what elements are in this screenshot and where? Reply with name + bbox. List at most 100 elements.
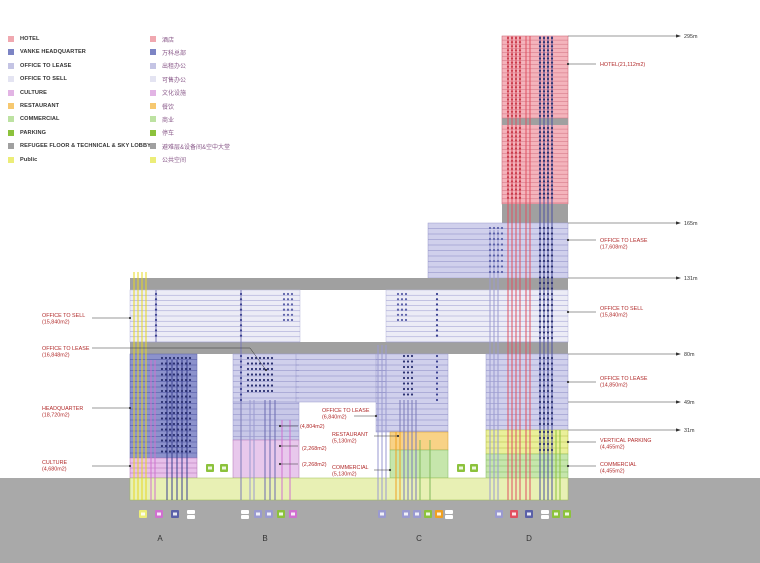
- office-lift-stop: [546, 320, 550, 323]
- hotel-lift-stop: [510, 65, 514, 68]
- hotel-lift-stop: [518, 36, 522, 40]
- legend-item-cn: 商业: [150, 114, 174, 124]
- office-lift-stop: [546, 90, 550, 93]
- hq-lift-stop: [180, 428, 184, 431]
- hotel-lift-stop: [506, 57, 510, 60]
- office-lift-stop: [542, 77, 546, 81]
- parking-lift-stop: [546, 448, 550, 452]
- commercial-c-label: COMMERCIAL: [332, 465, 369, 471]
- lease-lift-stop: [410, 360, 414, 363]
- office-lift-stop: [538, 417, 542, 420]
- office-lift-stop: [435, 376, 439, 380]
- hq-lift-stop: [184, 373, 188, 376]
- hotel-lift-stop: [514, 196, 518, 199]
- parking-lift-stop: [550, 448, 554, 452]
- hotel-lift-stop: [514, 176, 518, 179]
- hq-lift-stop: [164, 384, 168, 387]
- lease-lift-stop: [250, 373, 254, 376]
- lease-lift-stop: [492, 248, 496, 252]
- office-lift-stop: [538, 167, 542, 171]
- office-lift-stop: [404, 298, 408, 301]
- lease-lift-stop: [258, 367, 262, 371]
- office-lift-stop: [286, 318, 290, 322]
- office-lift-stop: [550, 314, 554, 318]
- office-lift-stop: [290, 313, 294, 316]
- b-area-label: (2,268m2): [302, 462, 327, 468]
- hotel-lift-stop: [514, 45, 518, 48]
- office-lift-stop: [550, 61, 554, 64]
- legend-swatch: [8, 129, 14, 136]
- legend-label-cn: 公共空间: [162, 158, 187, 165]
- office-lift-stop: [542, 248, 546, 252]
- office-lift-stop: [239, 318, 243, 322]
- hq-lift-stop: [168, 356, 172, 360]
- lease-a-leader: [92, 347, 267, 371]
- office-lift-stop: [290, 308, 294, 311]
- office-lift-stop: [538, 422, 542, 426]
- office-lift-stop: [546, 389, 550, 393]
- hq-lift-stop: [168, 450, 172, 453]
- parking-lift-stop: [538, 448, 542, 452]
- office-lift-stop: [550, 98, 554, 101]
- office-lift-stop: [435, 365, 439, 369]
- lease-lift-stop: [406, 376, 410, 380]
- office-lift-stop: [550, 422, 554, 426]
- office-lift-stop: [542, 188, 546, 191]
- lease-lift-stop: [262, 378, 266, 382]
- hq-lift-stop: [176, 406, 180, 409]
- hotel-lift-stop: [506, 41, 510, 44]
- office-lift-stop: [400, 298, 404, 301]
- hotel-lift-stop: [506, 131, 510, 134]
- lease-lift-stop: [500, 232, 504, 235]
- hotel-lift-stop: [514, 77, 518, 81]
- legend-item-cn: 可售办公: [150, 74, 186, 84]
- office-lift-stop: [546, 384, 550, 387]
- office-lift-stop: [550, 411, 554, 415]
- hotel-lift-stop: [518, 90, 522, 93]
- level-arrow: [676, 428, 681, 432]
- parking-icon-green: [552, 510, 560, 518]
- office-lift-stop: [546, 400, 550, 404]
- hotel-lift-stop: [514, 188, 518, 191]
- lease-lift-stop: [270, 367, 274, 371]
- bridge-upper: [130, 278, 568, 290]
- legend-label-en: REFUGEE FLOOR & TECHNICAL & SKY LOBBY: [20, 143, 151, 150]
- hq-lift-stop: [188, 400, 192, 404]
- legend-swatch: [8, 49, 14, 56]
- office-lift-stop: [550, 139, 554, 142]
- hotel-lift-stop: [518, 151, 522, 154]
- lease-lift-stop: [402, 360, 406, 363]
- lease-c-label: OFFICE TO LEASE: [322, 408, 370, 414]
- hotel-lift-stop: [506, 151, 510, 154]
- office-lift-stop: [546, 287, 550, 290]
- legend-item-cn: 避难层&设备间&空中大堂: [150, 141, 230, 151]
- hotel-lift-stop: [514, 184, 518, 187]
- hotel-lift-stop: [518, 163, 522, 166]
- parking-d-label: (4,455m2): [600, 445, 625, 451]
- hq-lift-stop: [188, 378, 192, 382]
- office-lift-stop: [550, 167, 554, 171]
- hotel-lift-stop: [506, 139, 510, 142]
- office-lift-stop: [546, 309, 550, 312]
- office-lift-stop: [546, 77, 550, 81]
- hotel-lift-stop: [514, 131, 518, 134]
- office-lift-stop: [538, 411, 542, 415]
- legend-label-en: OFFICE TO LEASE: [20, 62, 72, 69]
- office-lift-stop: [542, 155, 546, 158]
- legend-swatch: [8, 76, 14, 83]
- hotel-lift-stop: [510, 155, 514, 158]
- office-lift-stop: [546, 265, 550, 268]
- building-label-b: B: [262, 534, 267, 543]
- hotel-refuge-band: [502, 118, 568, 125]
- lease-d-mid-label: (14,850m2): [600, 383, 628, 389]
- commercial-d-label: (4,455m2): [600, 469, 625, 475]
- commercial-c-label: (5,130m2): [332, 472, 357, 478]
- lease-d-mid-label: OFFICE TO LEASE: [600, 376, 648, 382]
- lease-lift-stop: [254, 362, 258, 365]
- office-lift-stop: [550, 384, 554, 387]
- hq-lift-stop: [176, 362, 180, 365]
- hq-lift-stop: [184, 384, 188, 387]
- hq-lift-stop: [160, 411, 164, 415]
- lease-lift-stop: [270, 384, 274, 387]
- office-lift-stop: [550, 159, 554, 162]
